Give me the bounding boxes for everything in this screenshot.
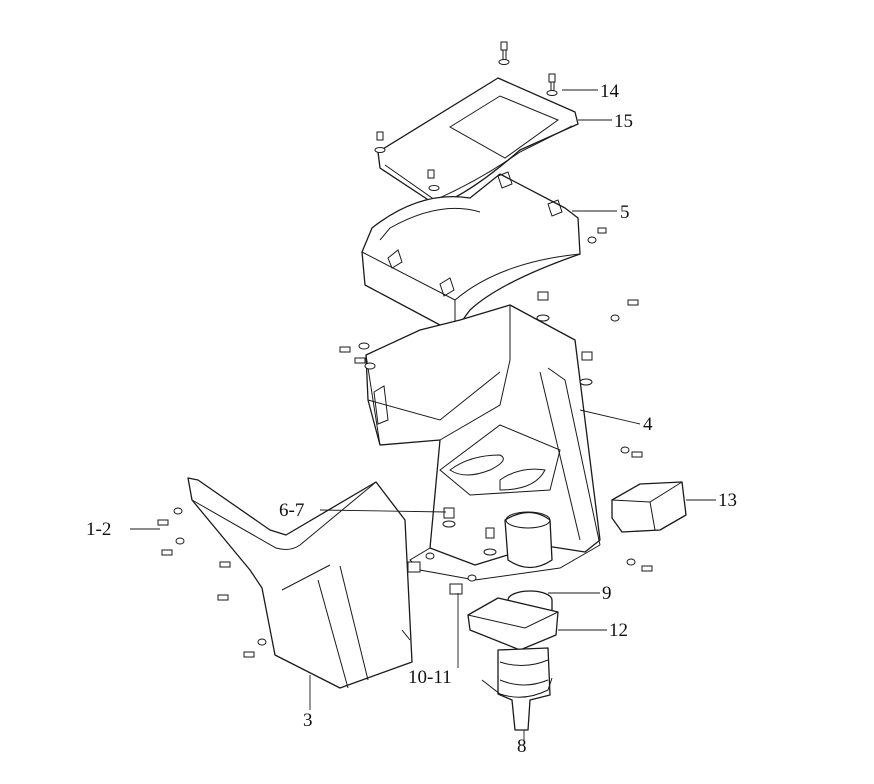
callout-8: 8 (517, 736, 527, 757)
part-3-front-shroud (187, 477, 413, 689)
callout-3: 3 (303, 710, 313, 731)
part-15-top-cover-plate (377, 77, 579, 206)
callout-labels: 14 15 5 4 13 6-7 1-2 9 12 10-11 3 8 (86, 81, 737, 757)
hex-bolt-icon (157, 41, 653, 658)
callout-5: 5 (620, 202, 630, 223)
part-13-side-bracket (611, 481, 687, 533)
callout-14: 14 (600, 81, 620, 102)
callout-12: 12 (609, 620, 628, 641)
callout-1-2: 1-2 (86, 519, 111, 540)
part-8-tube-clamp (481, 647, 553, 731)
callout-15: 15 (614, 111, 633, 132)
callout-9: 9 (602, 583, 612, 604)
part-12-mounting-flange (467, 597, 559, 651)
callout-13: 13 (718, 490, 737, 511)
part-5-housing-cover (361, 171, 581, 334)
upper-clamp-collar (504, 511, 553, 569)
callout-10-11: 10-11 (408, 667, 452, 688)
callout-4: 4 (643, 414, 653, 435)
part-4-main-frame (365, 304, 601, 581)
leader-lines (130, 89, 716, 740)
callout-6-7: 6-7 (279, 500, 304, 521)
